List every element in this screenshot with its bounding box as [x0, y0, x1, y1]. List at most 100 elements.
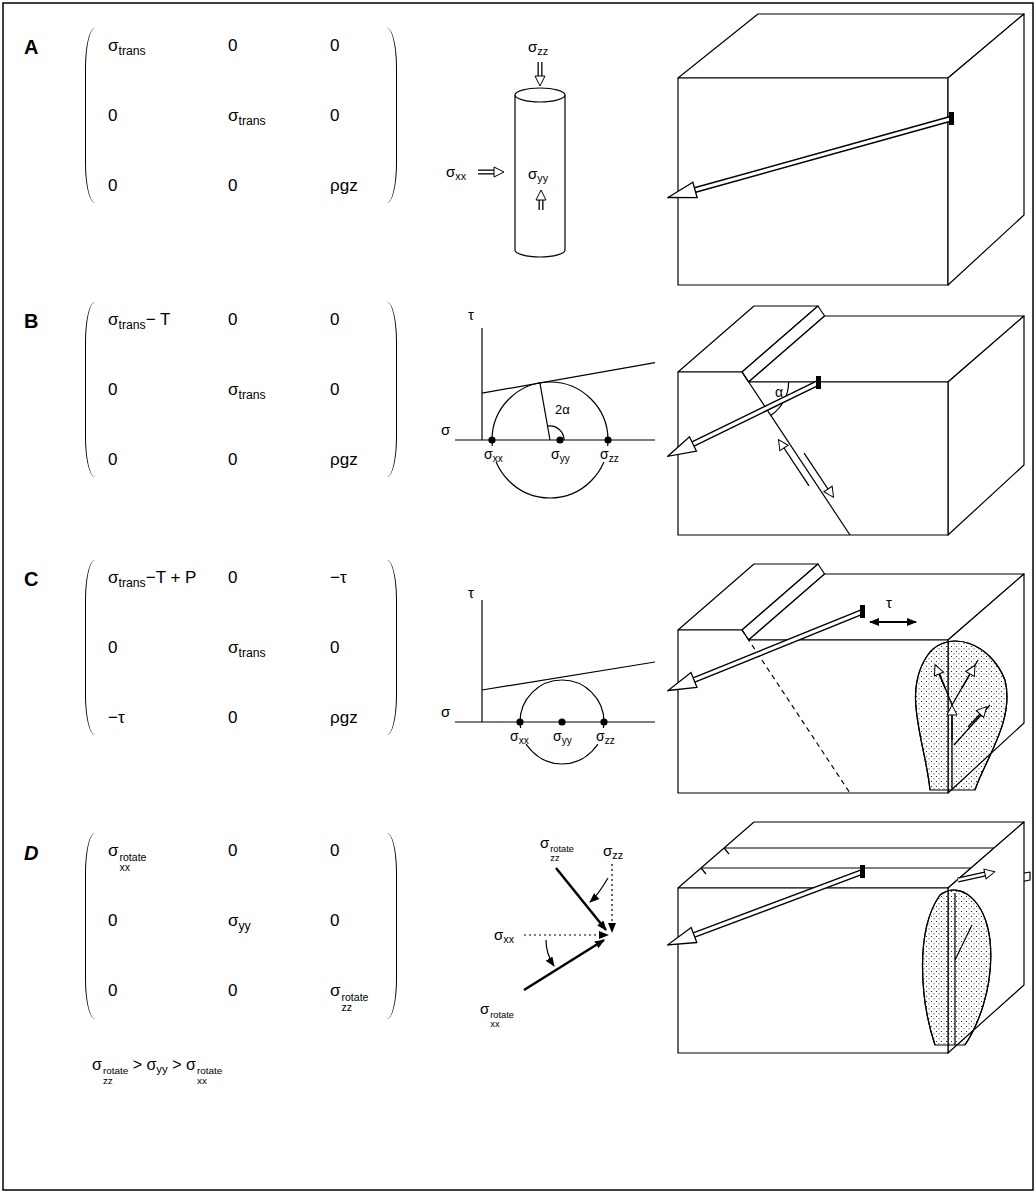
rotation-diagram	[524, 940, 604, 990]
stress-label: σxx rotate	[480, 1000, 514, 1030]
rotation-diagram	[590, 878, 608, 902]
index-stack: xx rotate	[120, 852, 147, 873]
mohr-diagram	[492, 382, 608, 498]
rotation-diagram	[556, 868, 606, 930]
hydrofracture	[952, 660, 978, 705]
stress-label: σ	[441, 703, 450, 720]
matrix-entry: 0	[330, 911, 339, 931]
matrix-entry: 0	[108, 911, 117, 931]
borehole-arrow	[860, 605, 865, 618]
borehole-arrow	[693, 376, 821, 444]
stress-label: σxx	[482, 446, 505, 462]
subscript: yy	[537, 172, 548, 184]
stress-label: σxx	[508, 728, 531, 744]
superscript: rotate	[342, 992, 369, 1003]
stress-matrix: σtrans−T + P0−τ0σtrans0−τ0ρgz	[85, 560, 397, 735]
subscript: trans	[119, 576, 146, 590]
hydrofracture	[870, 622, 990, 790]
rotated-stress-block	[701, 867, 971, 868]
matrix-entry: 0	[228, 310, 237, 330]
stress-label: σyy	[551, 728, 574, 744]
hydrofracture	[870, 621, 916, 623]
mohr-diagram	[455, 600, 655, 764]
surface-arrow	[958, 874, 985, 880]
matrix-entry: 0	[330, 36, 339, 56]
frame	[3, 3, 1033, 1190]
matrix-entry: 0	[228, 708, 237, 728]
matrix-entry: 0	[330, 106, 339, 126]
panel-letter: D	[24, 842, 38, 865]
rotated-stress-block	[724, 848, 729, 854]
matrix-entry: σtrans	[228, 380, 266, 400]
subscript: zz	[103, 1076, 128, 1086]
faulted-block	[678, 306, 1024, 535]
rotated-stress-block	[923, 890, 991, 1045]
panel-letter: A	[24, 36, 38, 59]
borehole-arrow	[693, 383, 818, 444]
subscript: yy	[560, 453, 570, 464]
mohr-diagram	[455, 439, 655, 440]
matrix-entry: 0	[330, 841, 339, 861]
stress-label: σyy	[549, 446, 572, 462]
hydrofracture	[968, 714, 980, 727]
shear-arrow	[784, 448, 828, 489]
matrix-entry: 0	[108, 981, 117, 1001]
index-stack: zz rotate	[342, 992, 369, 1013]
matrix-entry: 0	[330, 638, 339, 658]
borehole-arrow	[816, 376, 821, 389]
matrix-entry: σzz rotate	[330, 981, 368, 1013]
hydrofracture	[936, 665, 952, 790]
borehole-arrow	[694, 605, 865, 680]
superscript: rotate	[550, 845, 574, 854]
subscript: xx	[490, 1020, 514, 1029]
matrix-entry: ρgz	[330, 176, 358, 196]
subscript: zz	[537, 45, 548, 57]
subscript: trans	[119, 318, 146, 332]
borehole-arrow	[694, 612, 862, 680]
stress-label: τ	[468, 306, 474, 323]
subscript: trans	[119, 44, 146, 58]
rock-block	[948, 14, 1024, 285]
stress-label: σ	[441, 421, 450, 438]
index-stack: zz rotate	[550, 845, 574, 864]
stress-label: σzz	[598, 446, 621, 462]
borehole-arrow	[694, 872, 862, 935]
rotation-diagram	[611, 864, 612, 932]
stress-label: σzz rotate	[540, 834, 574, 864]
matrix-entry: 0	[108, 450, 117, 470]
surface-arrow	[958, 874, 985, 880]
stress-arrow	[539, 200, 544, 210]
subscript: zz	[609, 453, 619, 464]
matrix-entry: 0	[228, 981, 237, 1001]
subscript: zz	[612, 849, 623, 861]
rock-block	[678, 14, 1024, 285]
mohr-diagram	[605, 437, 611, 443]
subscript: trans	[239, 646, 266, 660]
subscript: zz	[342, 1002, 369, 1013]
mohr-diagram	[482, 363, 655, 394]
matrix-entry: 0	[330, 380, 339, 400]
borehole-arrow	[693, 383, 818, 444]
stress-arrow	[539, 62, 541, 76]
superscript: rotate	[103, 1066, 128, 1076]
stress-label: σxx	[494, 926, 514, 943]
stress-label: 2α	[555, 403, 570, 418]
mohr-diagram	[520, 680, 604, 764]
stress-arrow	[540, 200, 542, 210]
rotated-stress-block	[678, 888, 948, 1053]
borehole-arrow	[695, 112, 954, 190]
borehole-arrow	[694, 872, 862, 935]
faulted-block	[948, 316, 1024, 535]
index-stack: xx rotate	[490, 1011, 514, 1030]
mohr-diagram	[455, 328, 655, 498]
matrix-entry: σyy	[228, 911, 251, 931]
matrix-entry: σtrans	[228, 106, 266, 126]
mohr-diagram	[481, 328, 482, 440]
subscript: xx	[519, 735, 529, 746]
mohr-diagram	[601, 719, 607, 725]
borehole-arrow	[695, 119, 950, 190]
matrix-entry: −τ	[330, 568, 347, 588]
rotated-stress-block	[701, 868, 706, 874]
matrix-entry: 0	[108, 106, 117, 126]
